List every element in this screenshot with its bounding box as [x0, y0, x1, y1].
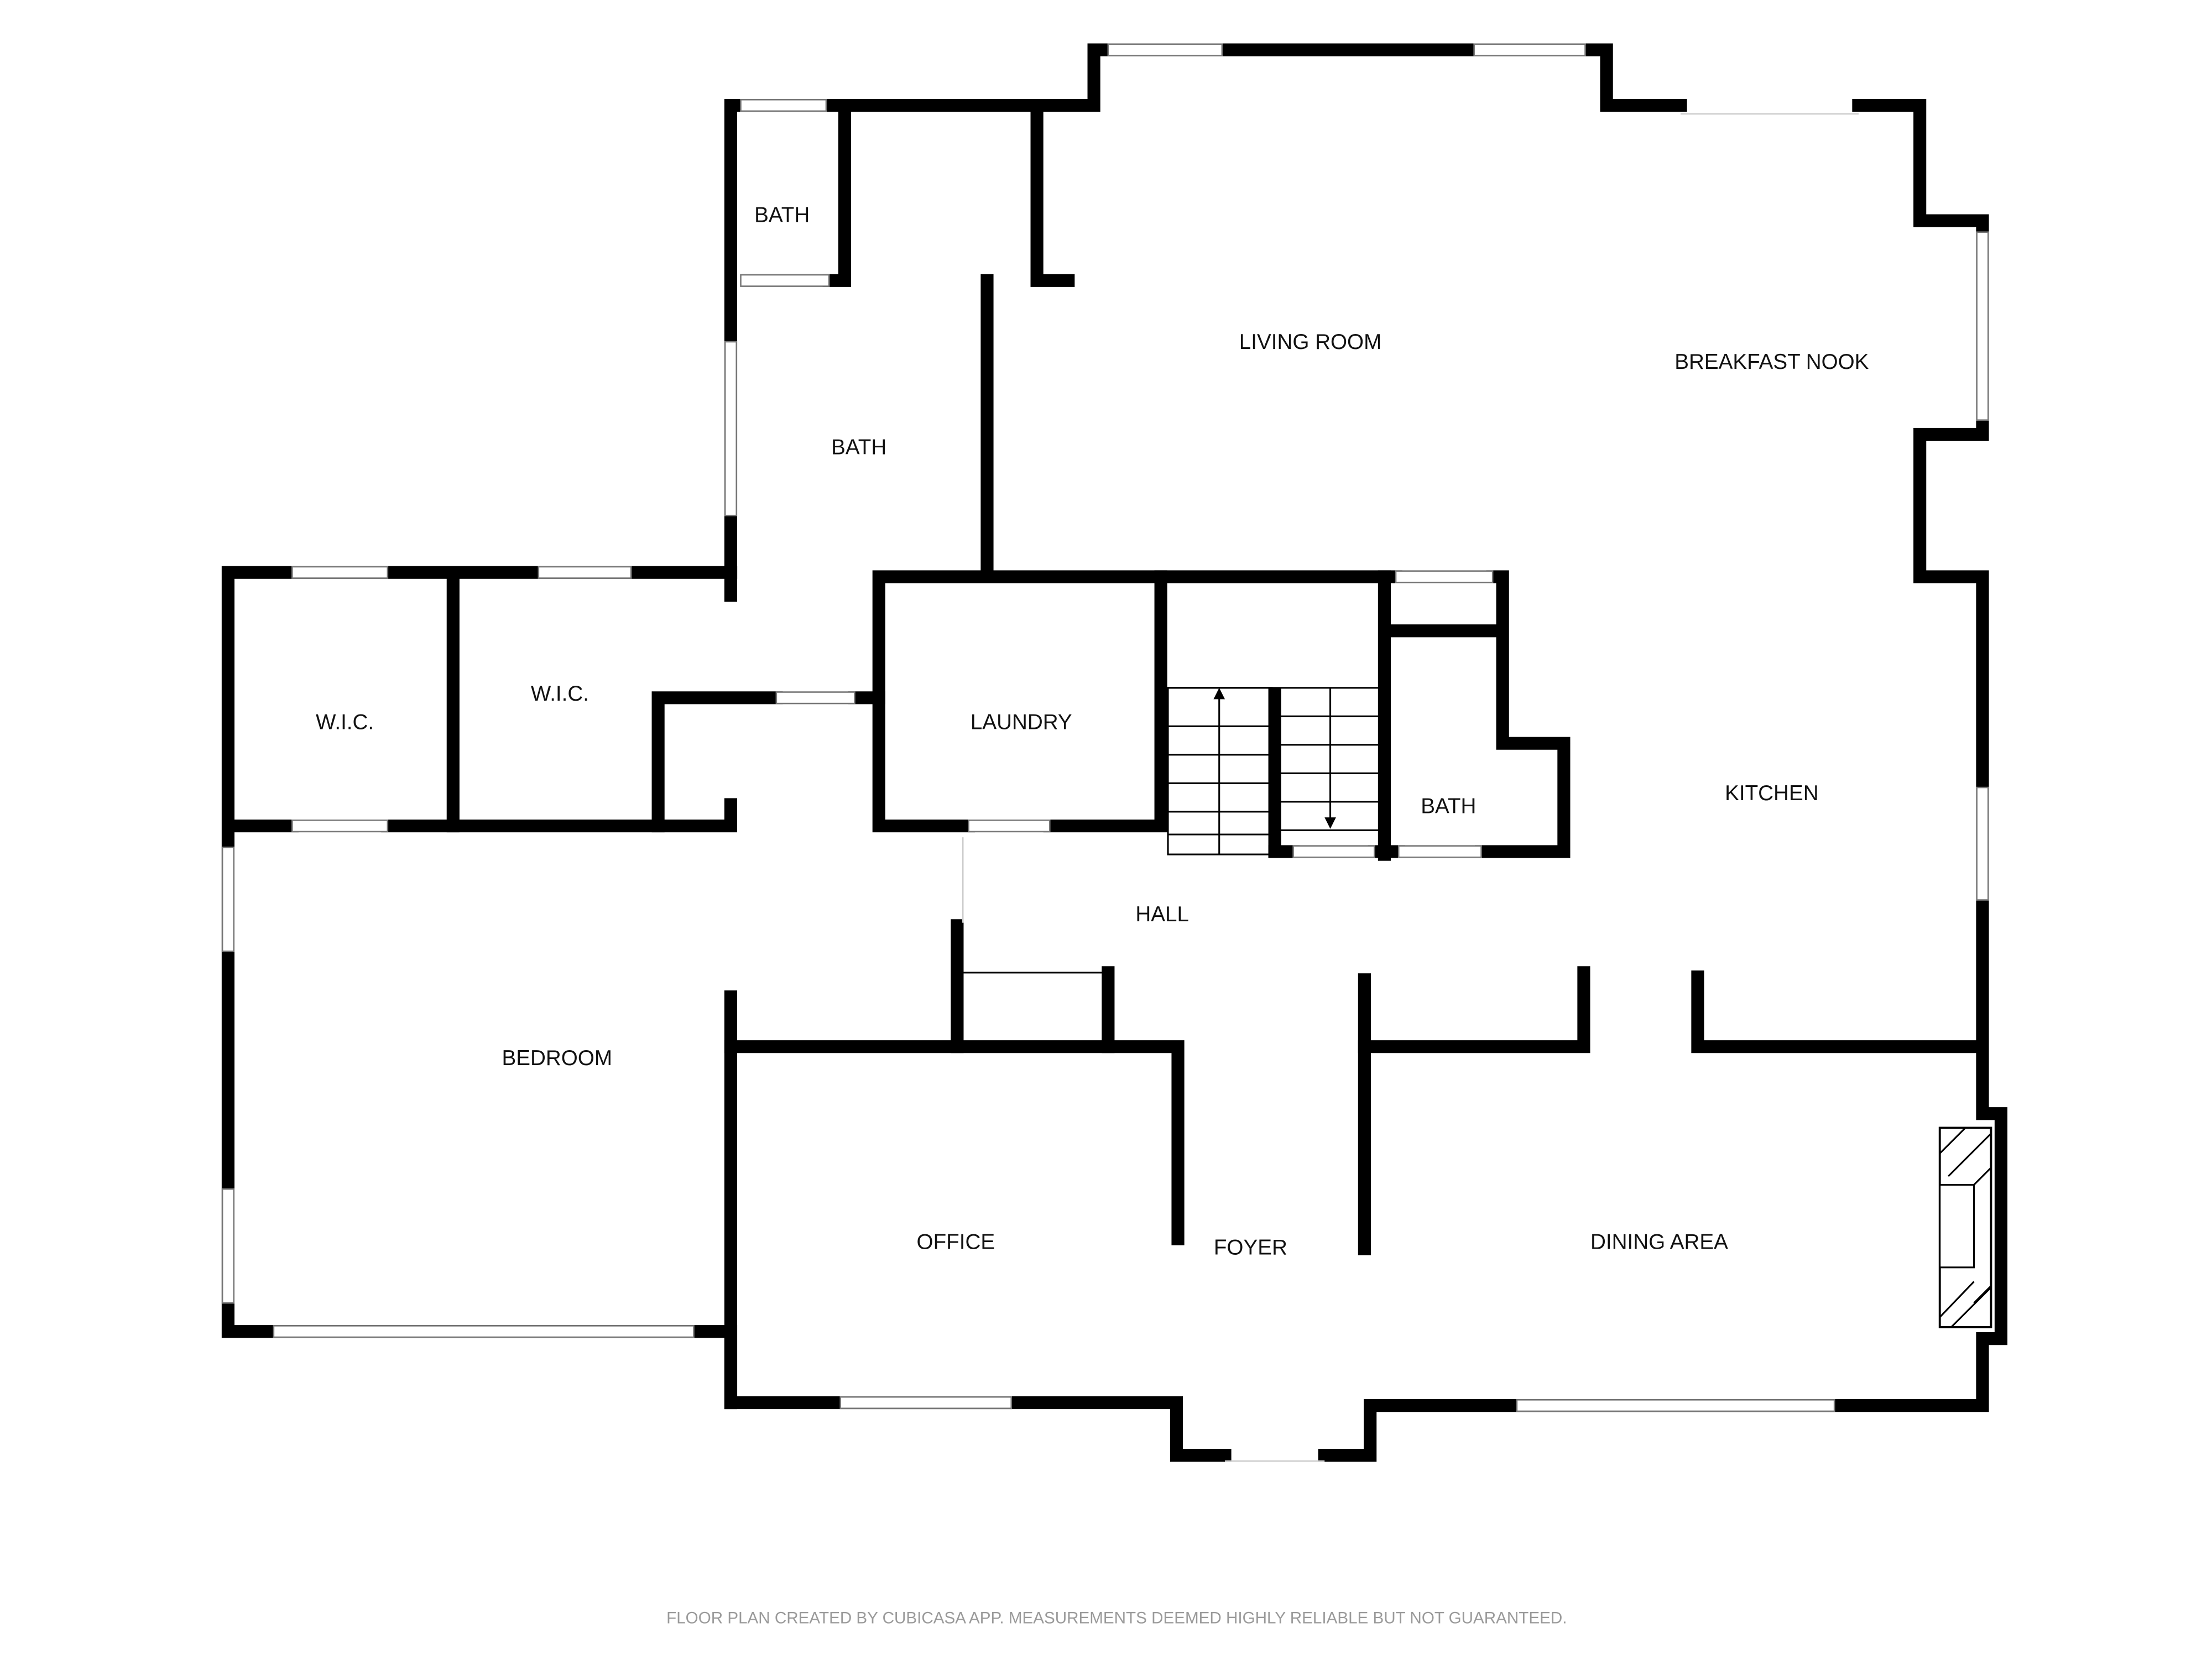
- room-label-bath-hall: BATH: [1421, 794, 1476, 818]
- room-label-foyer: FOYER: [1214, 1236, 1287, 1260]
- room-label-bath-main: BATH: [831, 435, 886, 459]
- stair-up-arrow-icon: [1213, 687, 1225, 700]
- room-label-bedroom: BEDROOM: [502, 1046, 613, 1070]
- room-label-office: OFFICE: [917, 1230, 995, 1254]
- room-label-breakfast-nook: BREAKFAST NOOK: [1674, 350, 1869, 374]
- room-label-wic-right: W.I.C.: [531, 682, 589, 706]
- room-label-wic-left: W.I.C.: [316, 710, 374, 734]
- room-label-living-room: LIVING ROOM: [1239, 330, 1381, 354]
- windows: [221, 43, 1989, 1412]
- room-label-bath-small: BATH: [754, 204, 810, 227]
- room-label-hall: HALL: [1135, 902, 1189, 926]
- room-label-kitchen: KITCHEN: [1725, 781, 1818, 805]
- stairs: [1167, 687, 1382, 855]
- disclaimer-footer: FLOOR PLAN CREATED BY CUBICASA APP. MEAS…: [666, 1609, 1567, 1627]
- walls: [221, 43, 2008, 1462]
- stair-down-arrow-icon: [1324, 817, 1336, 829]
- room-label-dining-area: DINING AREA: [1590, 1230, 1728, 1254]
- room-label-laundry: LAUNDRY: [971, 710, 1072, 734]
- fireplace: [1938, 1126, 1992, 1328]
- room-labels: BATH BATH LIVING ROOM BREAKFAST NOOK W.I…: [316, 204, 1869, 1260]
